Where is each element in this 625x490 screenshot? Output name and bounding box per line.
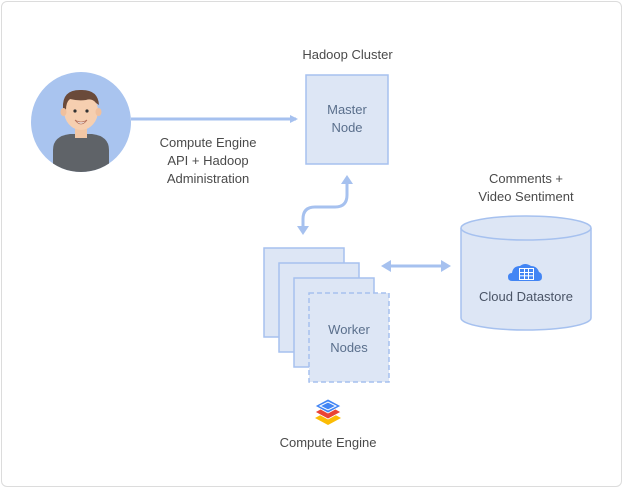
master-node-box: [305, 74, 389, 165]
cluster-title: Hadoop Cluster: [302, 47, 393, 62]
compute-engine-logo-icon: [314, 398, 342, 425]
worker-nodes-line2: Nodes: [330, 340, 368, 355]
sentiment-label-line1: Comments +: [488, 171, 564, 186]
worker-datastore-arrow: [381, 260, 451, 272]
master-node-line1: Master: [327, 102, 367, 117]
sentiment-label: Comments + Video Sentiment: [462, 170, 590, 206]
admin-label-line1: Compute Engine: [159, 135, 257, 150]
worker-nodes-stack: [263, 247, 390, 383]
worker-nodes-label: Worker Nodes: [309, 321, 389, 357]
master-node-line2: Node: [331, 120, 363, 135]
admin-label-line3: Administration: [166, 171, 250, 186]
sentiment-label-line2: Video Sentiment: [478, 189, 574, 204]
datastore-label: Cloud Datastore: [479, 289, 573, 304]
worker-nodes-line1: Worker: [328, 322, 370, 337]
master-node-label: Master Node: [306, 101, 388, 137]
master-worker-arrow: [297, 175, 353, 235]
cloud-datastore-icon: [508, 264, 542, 281]
admin-label: Compute Engine API + Hadoop Administrati…: [148, 134, 268, 188]
user-avatar-icon: [31, 72, 131, 172]
compute-engine-label: Compute Engine: [279, 435, 377, 450]
admin-label-line2: API + Hadoop: [167, 153, 249, 168]
